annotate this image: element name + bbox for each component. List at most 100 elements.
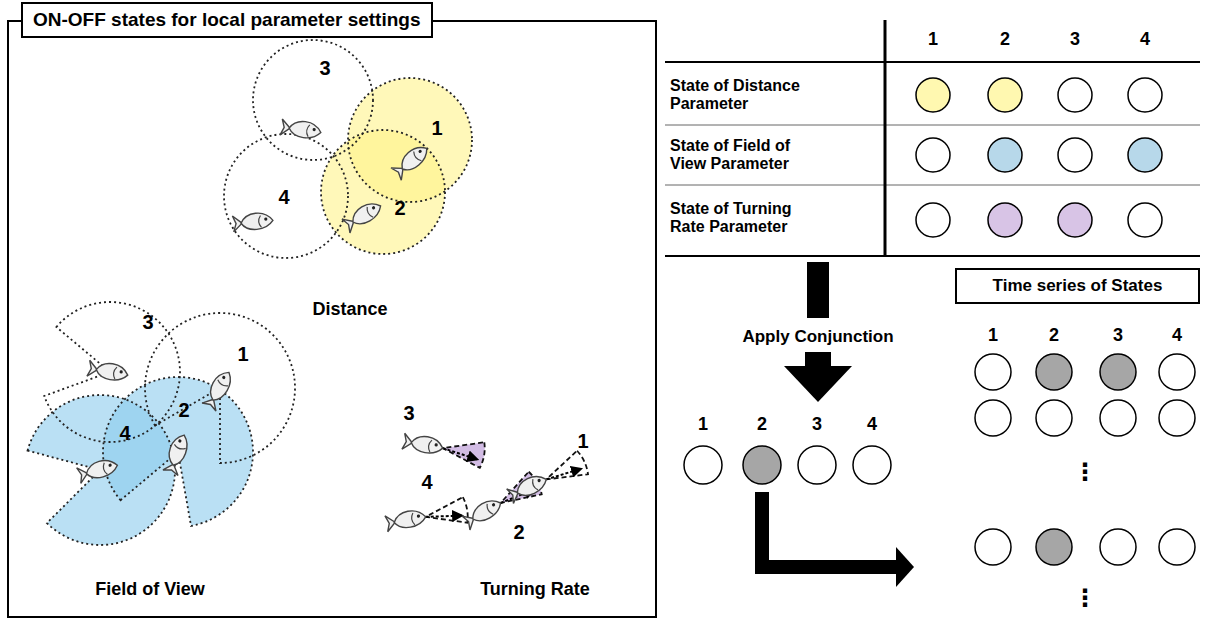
fish-gill [174,444,186,450]
fish-body [397,142,432,175]
distance-range [321,130,445,254]
time-arrow [762,492,914,587]
fish-group [77,118,550,531]
figure-caption: Distance [312,300,387,320]
distance-outline [224,40,472,258]
column-index: 3 [812,415,822,435]
fish [87,360,129,383]
fish-body [206,368,236,404]
heading-arrow [546,469,580,480]
fish-eye [491,503,495,507]
fish-body [469,496,505,526]
result-circles [684,446,891,484]
distance-circle [253,40,373,160]
distance-fill [321,78,472,254]
fish-gill [113,367,117,379]
callout-number: 1 [237,343,248,365]
fish-body [165,432,191,468]
turning-wedge [426,497,468,523]
column-index: 4 [1140,30,1150,50]
column-index: 2 [1000,30,1010,50]
fish-eye [108,463,112,467]
row-header: State of Turning Rate Parameter [670,200,830,237]
fov-sector [28,395,175,545]
fish [280,118,322,140]
turning-rate [426,442,588,522]
ellipsis: ⋮ [1073,459,1097,485]
column-index: 4 [1172,326,1182,346]
fish-gill [412,152,421,163]
column-index: 1 [928,30,938,50]
box-title: Time series of States [993,276,1163,296]
fish [402,433,444,456]
fish [202,368,236,411]
fish [77,457,120,483]
distance-circle [348,78,472,202]
callout-number: 1 [577,430,588,452]
fish-gill [411,513,415,525]
ellipsis: ⋮ [1073,585,1097,611]
fish [162,432,191,475]
fish [506,472,549,504]
distance-circle [224,134,348,258]
fish-eye [418,149,423,154]
fish-body [514,472,550,500]
fish-gill [102,463,107,475]
fish-gill [258,215,261,227]
column-index: 3 [1070,30,1080,50]
fish-gill [428,440,432,452]
callout-number: 3 [142,311,153,333]
column-index: 1 [988,326,998,346]
fish [232,212,273,232]
fish-eye [312,128,316,132]
state-table-grid [665,20,1200,256]
panel-title: ON-OFF states for local parameter settin… [21,2,433,38]
fish [391,142,432,180]
callout-number: 1 [431,117,442,139]
fov-sector [145,313,295,463]
fov-sector [103,377,253,526]
fish-eye [537,478,541,482]
fish-eye [371,206,375,210]
row-header: State of Field of View Parameter [670,137,830,174]
fish-body [393,508,427,529]
fish [385,508,427,531]
callout-number: 2 [513,521,524,543]
fov-range [103,377,253,526]
fish-eye [222,375,226,379]
fish-eye [119,370,123,374]
heading-arrow [426,516,462,517]
fish-body [84,457,119,481]
fish-body [288,120,322,140]
figure-caption: Field of View [95,580,205,600]
fish-gill [217,380,229,388]
fish-gill [531,479,538,491]
fish-eye [417,514,421,518]
fish-eye [434,443,438,447]
fish-gill [365,207,373,219]
fish-body [410,434,444,455]
callout-number: 4 [421,471,432,493]
fish-gill [306,125,310,137]
fish-gill [485,504,493,516]
turning-wedge [443,442,485,468]
fish-eye [178,439,182,443]
column-index: 3 [1113,326,1123,346]
fish-body [95,361,129,382]
fov-fill [28,377,253,545]
fish-body [240,212,273,231]
callout-number: 3 [403,402,414,424]
state-circles [916,78,1162,237]
callout-number: 4 [119,422,130,444]
distance-circle [321,130,445,254]
fish [342,199,385,233]
callout-number: 3 [319,57,330,79]
column-index: 2 [757,415,767,435]
column-index: 1 [698,415,708,435]
step-label: Apply Conjunction [742,328,893,347]
callout-number: 4 [278,186,289,208]
heading-arrow [443,448,477,459]
fov-outline [28,302,295,545]
turning-wedge [546,451,588,480]
